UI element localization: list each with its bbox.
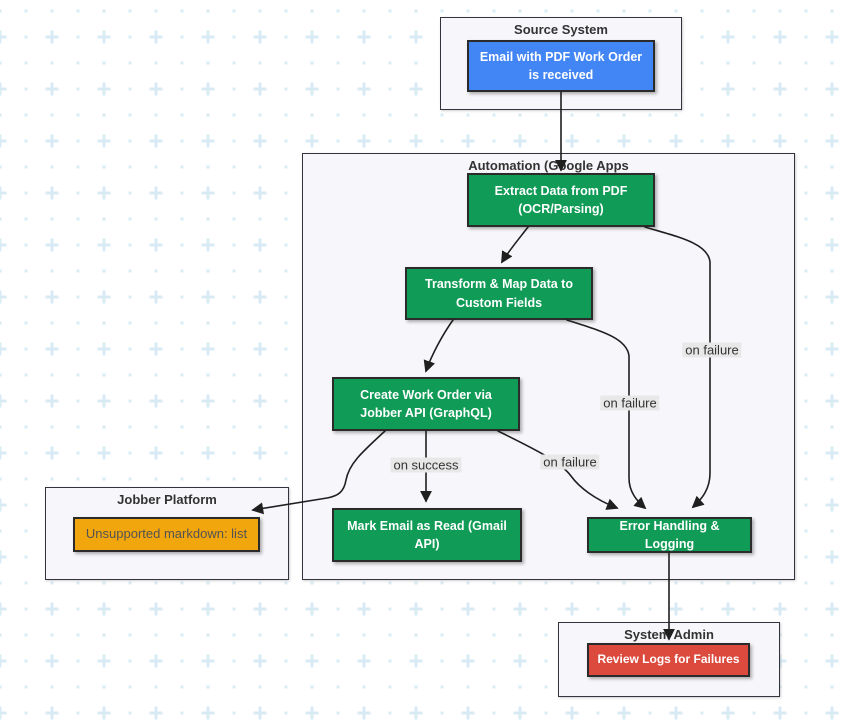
edge-label-on-success: on success: [390, 457, 462, 473]
node-extract-data: Extract Data from PDF (OCR/Parsing): [467, 173, 655, 227]
edge-label-on-failure: on failure: [600, 395, 660, 411]
node-create-work-order: Create Work Order via Jobber API (GraphQ…: [332, 377, 520, 431]
node-unsupported-markdown: Unsupported markdown: list: [73, 517, 260, 552]
container-title: Automation (Google Apps: [468, 158, 629, 173]
node-email-received: Email with PDF Work Order is received: [467, 40, 655, 92]
container-title: Jobber Platform: [117, 492, 217, 507]
container-title: Source System: [514, 22, 608, 37]
edge-label-on-failure: on failure: [540, 454, 600, 470]
container-title: System Admin: [624, 627, 714, 642]
node-error-handling: Error Handling & Logging: [587, 517, 752, 553]
node-mark-email-read: Mark Email as Read (Gmail API): [332, 508, 522, 562]
edge-label-on-failure: on failure: [682, 342, 742, 358]
node-review-logs: Review Logs for Failures: [587, 643, 750, 677]
node-transform-map: Transform & Map Data to Custom Fields: [405, 267, 593, 320]
